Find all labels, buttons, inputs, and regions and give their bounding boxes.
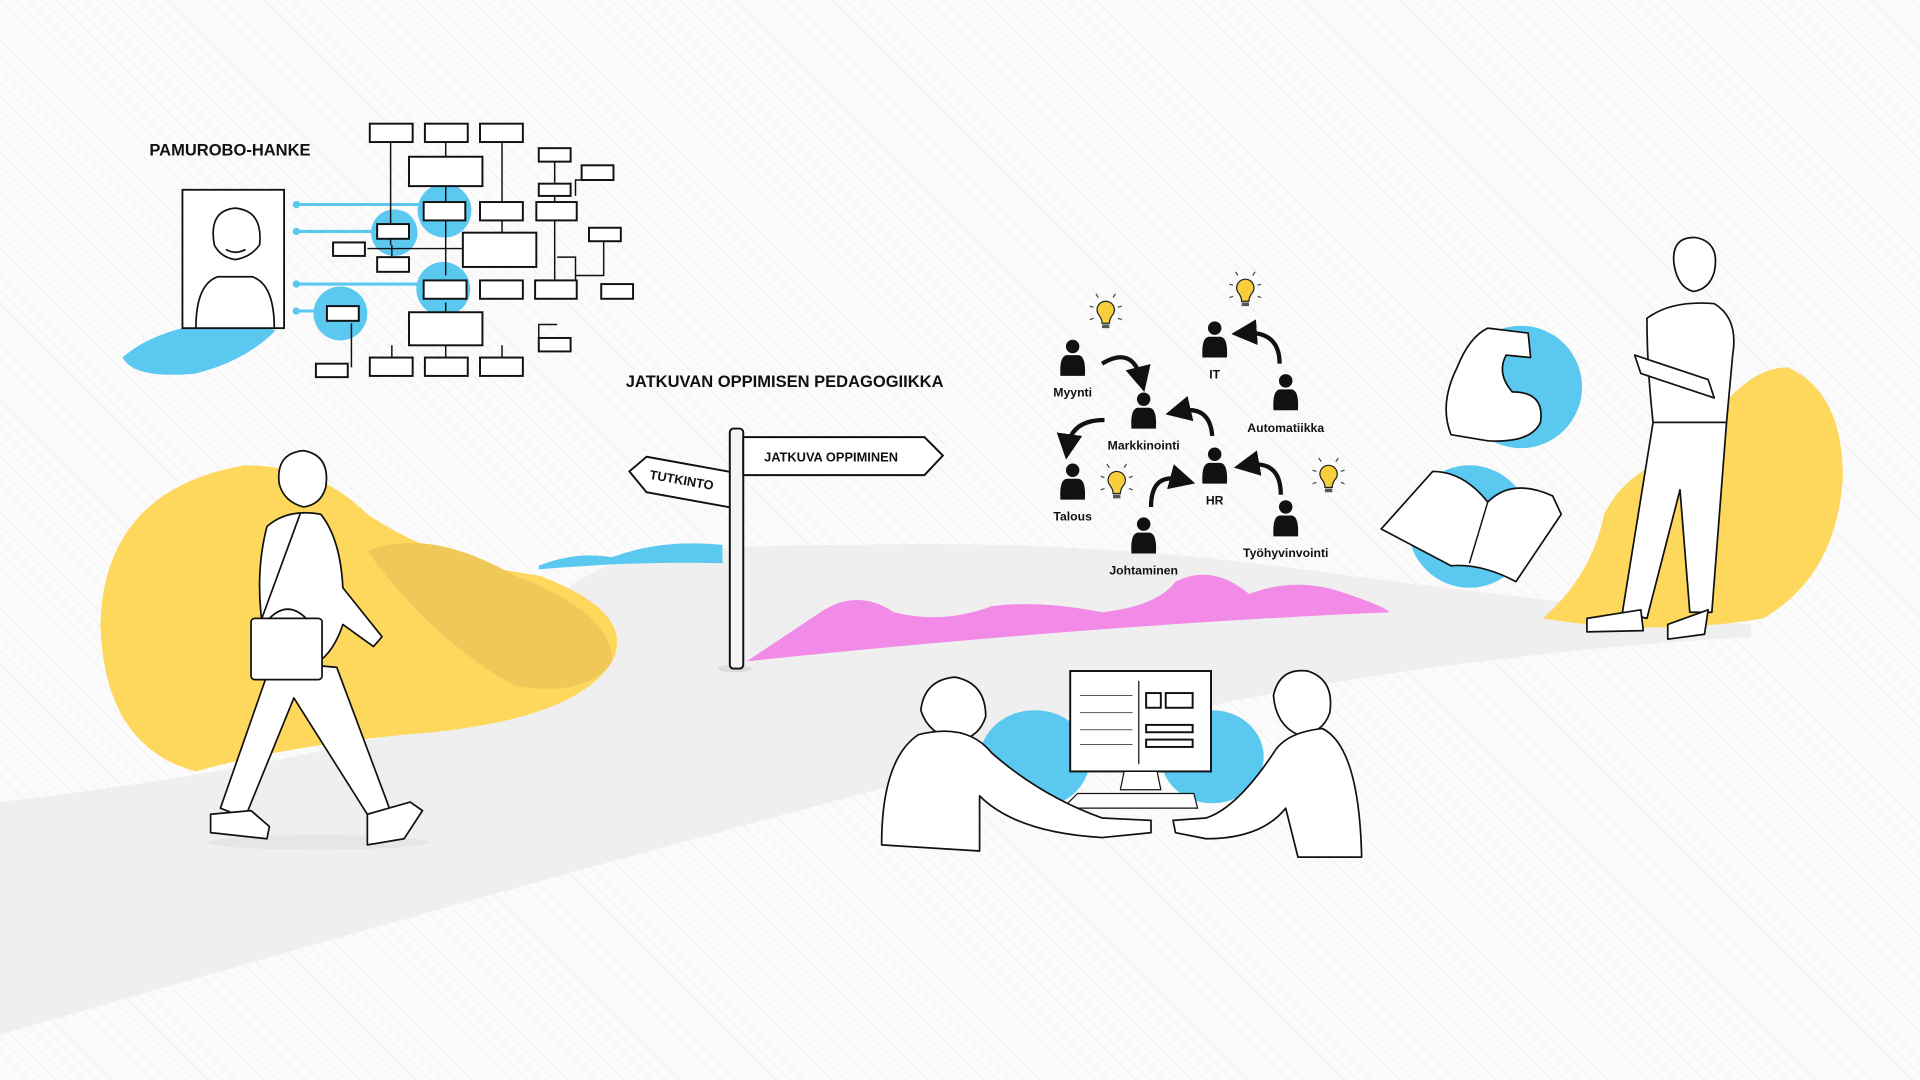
- walking-woman: [208, 449, 429, 850]
- arrow: [1231, 319, 1282, 364]
- open-book: [1380, 470, 1563, 583]
- node-label: Automatiikka: [1247, 421, 1324, 435]
- arrow: [1100, 355, 1151, 393]
- team-network: Myynti Markkinointi IT Automatiikka Talo…: [1053, 271, 1346, 577]
- node-label: Myynti: [1053, 386, 1092, 400]
- pedagogy-title: JATKUVAN OPPIMISEN PEDAGOGIIKKA: [626, 372, 944, 391]
- signpost: TUTKINTO JATKUVA OPPIMINEN: [628, 427, 945, 673]
- node-label: Talous: [1053, 509, 1092, 523]
- arrow: [1148, 464, 1196, 507]
- arrow: [1056, 417, 1105, 460]
- node-label: HR: [1206, 493, 1224, 507]
- standing-woman: [1586, 236, 1735, 641]
- node-label: Työhyvinvointi: [1243, 546, 1328, 560]
- portrait-woman: [195, 207, 276, 330]
- node-label: IT: [1209, 367, 1220, 381]
- sign-jatkuva: [742, 436, 945, 477]
- node-label: Johtaminen: [1109, 563, 1178, 577]
- project-title: PAMUROBO-HANKE: [149, 141, 310, 160]
- road: [0, 544, 1752, 1035]
- yellow-shadow: [367, 542, 613, 689]
- computer: [1061, 670, 1212, 809]
- man-left: [880, 676, 1152, 852]
- blue-wave: [538, 543, 723, 570]
- sign-tutkinto: [628, 455, 736, 510]
- node-label: Markkinointi: [1108, 438, 1180, 452]
- man-right: [1172, 669, 1363, 859]
- pink-wave: [746, 574, 1390, 662]
- signpost-pole: [728, 427, 745, 670]
- arrow: [1165, 396, 1215, 437]
- sign-jatkuva-label: JATKUVA OPPIMINEN: [764, 450, 898, 465]
- blue-shadow: [122, 318, 276, 375]
- flexed-arm: [1445, 327, 1542, 442]
- org-chart: [292, 122, 635, 379]
- arrow: [1233, 450, 1283, 495]
